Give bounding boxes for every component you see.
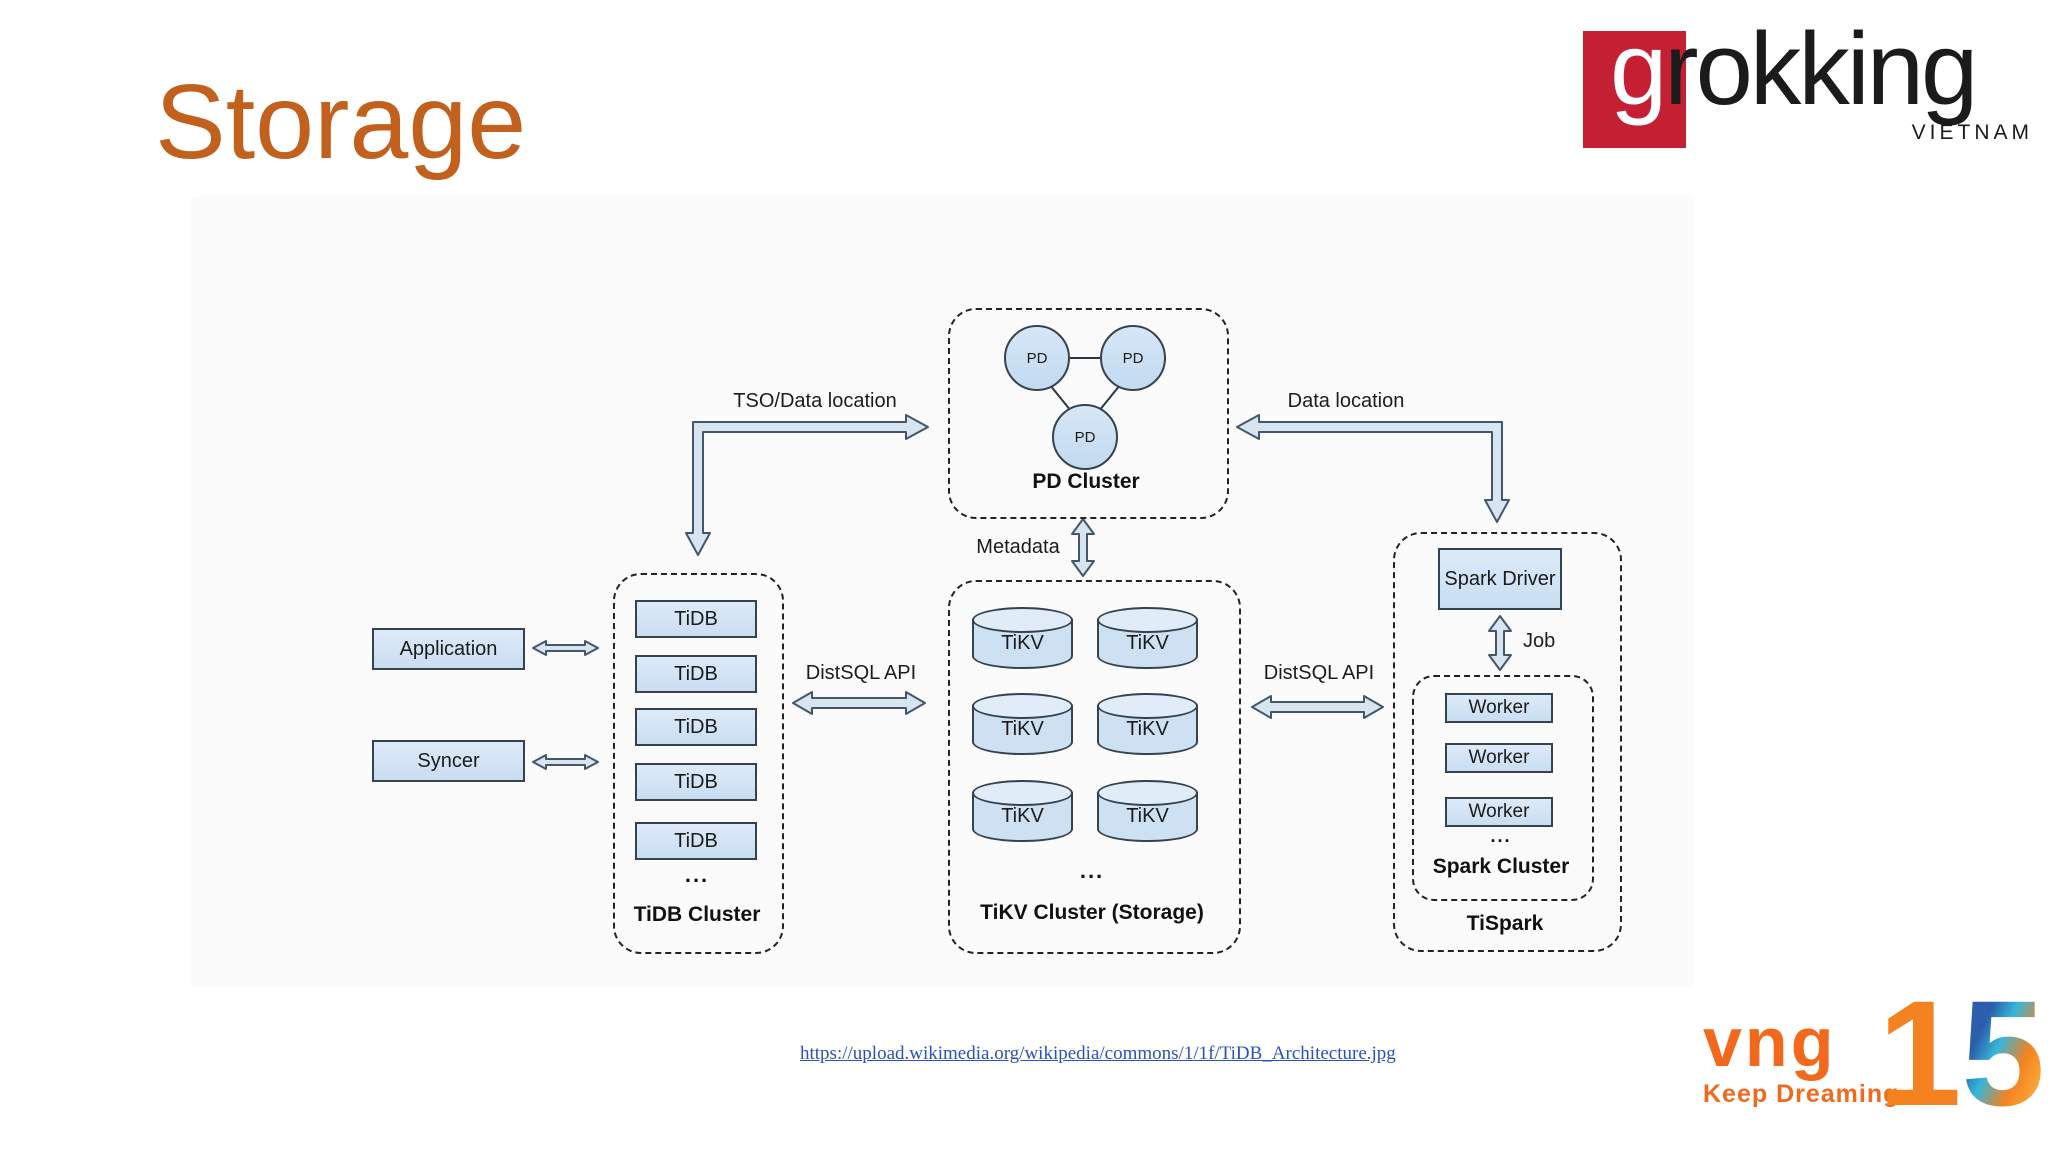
tispark-box xyxy=(1393,532,1622,952)
node-tidb: TiDB xyxy=(635,708,757,746)
grokking-logo-vietnam: VIETNAM xyxy=(1911,121,2033,144)
edge-label-job: Job xyxy=(1523,630,1556,652)
grokking-logo-g: g xyxy=(1610,11,1667,126)
node-tidb: TiDB xyxy=(635,822,757,860)
node-pd: PD xyxy=(1100,325,1166,391)
node-tidb: TiDB xyxy=(635,600,757,638)
vng-15-digit-1: 1 xyxy=(1878,969,1962,1137)
tidb-cluster-label: TiDB Cluster xyxy=(633,903,761,926)
spark-cluster-box xyxy=(1412,675,1594,901)
tidb-cluster-box xyxy=(613,573,784,954)
node-tikv-cylinder: TiKV xyxy=(1097,780,1198,842)
node-application: Application xyxy=(372,628,525,670)
node-tidb: TiDB xyxy=(635,763,757,801)
node-tikv-cylinder: TiKV xyxy=(972,607,1073,669)
source-url-link[interactable]: https://upload.wikimedia.org/wikipedia/c… xyxy=(800,1043,1396,1064)
vng-15-digit-5: 5 xyxy=(1961,969,2045,1137)
pd-cluster-label: PD Cluster xyxy=(1032,470,1140,493)
vng-logo-tagline: Keep Dreaming xyxy=(1703,1080,1900,1108)
node-spark-driver: Spark Driver xyxy=(1438,548,1562,610)
tidb-more-dots: ... xyxy=(684,862,710,887)
tispark-label: TiSpark xyxy=(1466,912,1544,935)
grokking-logo-red-square xyxy=(1583,31,1686,148)
vng-logo-wordmark: vng xyxy=(1703,1003,1837,1081)
node-worker: Worker xyxy=(1445,797,1553,827)
spark-cluster-label: Spark Cluster xyxy=(1432,855,1570,878)
tikv-cluster-box xyxy=(948,580,1241,954)
node-tikv-cylinder: TiKV xyxy=(972,693,1073,755)
node-pd: PD xyxy=(1052,404,1118,470)
node-tidb: TiDB xyxy=(635,655,757,693)
spark-more-dots: ... xyxy=(1490,826,1512,846)
edge-label-distsql-right: DistSQL API xyxy=(1263,662,1375,684)
node-pd: PD xyxy=(1004,325,1070,391)
node-tikv-cylinder: TiKV xyxy=(1097,607,1198,669)
grokking-logo-rest: rokking xyxy=(1664,11,1978,126)
tikv-cluster-label: TiKV Cluster (Storage) xyxy=(980,901,1204,924)
node-tikv-cylinder: TiKV xyxy=(972,780,1073,842)
edge-label-tso: TSO/Data location xyxy=(733,390,897,412)
edge-label-data-location: Data location xyxy=(1287,390,1405,412)
pd-cluster-box xyxy=(948,308,1229,519)
edge-label-distsql-left: DistSQL API xyxy=(805,662,917,684)
grokking-logo-wordmark: grokking xyxy=(1610,10,1978,128)
edge-label-metadata: Metadata xyxy=(976,536,1060,558)
page-title: Storage xyxy=(155,63,527,181)
node-syncer: Syncer xyxy=(372,740,525,782)
tikv-more-dots: ... xyxy=(1079,858,1105,883)
node-worker: Worker xyxy=(1445,743,1553,773)
node-tikv-cylinder: TiKV xyxy=(1097,693,1198,755)
node-worker: Worker xyxy=(1445,693,1553,723)
vng-15th-anniversary-mark: 15 xyxy=(1878,978,2045,1128)
